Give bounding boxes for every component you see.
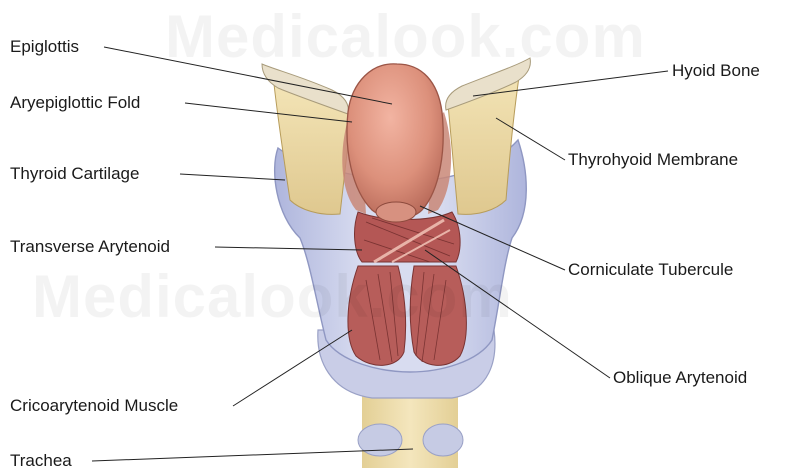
label-cricoarytenoid-muscle: Cricoarytenoid Muscle — [10, 396, 178, 416]
label-oblique-arytenoid: Oblique Arytenoid — [613, 368, 747, 388]
corniculate-tubercule-shape — [376, 202, 416, 222]
epiglottis-shape — [347, 64, 443, 218]
watermark-middle: Medicalook.com — [32, 262, 513, 331]
label-trachea: Trachea — [10, 451, 72, 471]
label-hyoid-bone: Hyoid Bone — [672, 61, 760, 81]
label-aryepiglottic-fold: Aryepiglottic Fold — [10, 93, 140, 113]
label-corniculate-tubercule: Corniculate Tubercule — [568, 260, 733, 280]
label-epiglottis: Epiglottis — [10, 37, 79, 57]
label-transverse-arytenoid: Transverse Arytenoid — [10, 237, 170, 257]
trachea-shape — [358, 392, 463, 468]
label-thyroid-cartilage: Thyroid Cartilage — [10, 164, 139, 184]
label-thyrohyoid-membrane: Thyrohyoid Membrane — [568, 150, 738, 170]
